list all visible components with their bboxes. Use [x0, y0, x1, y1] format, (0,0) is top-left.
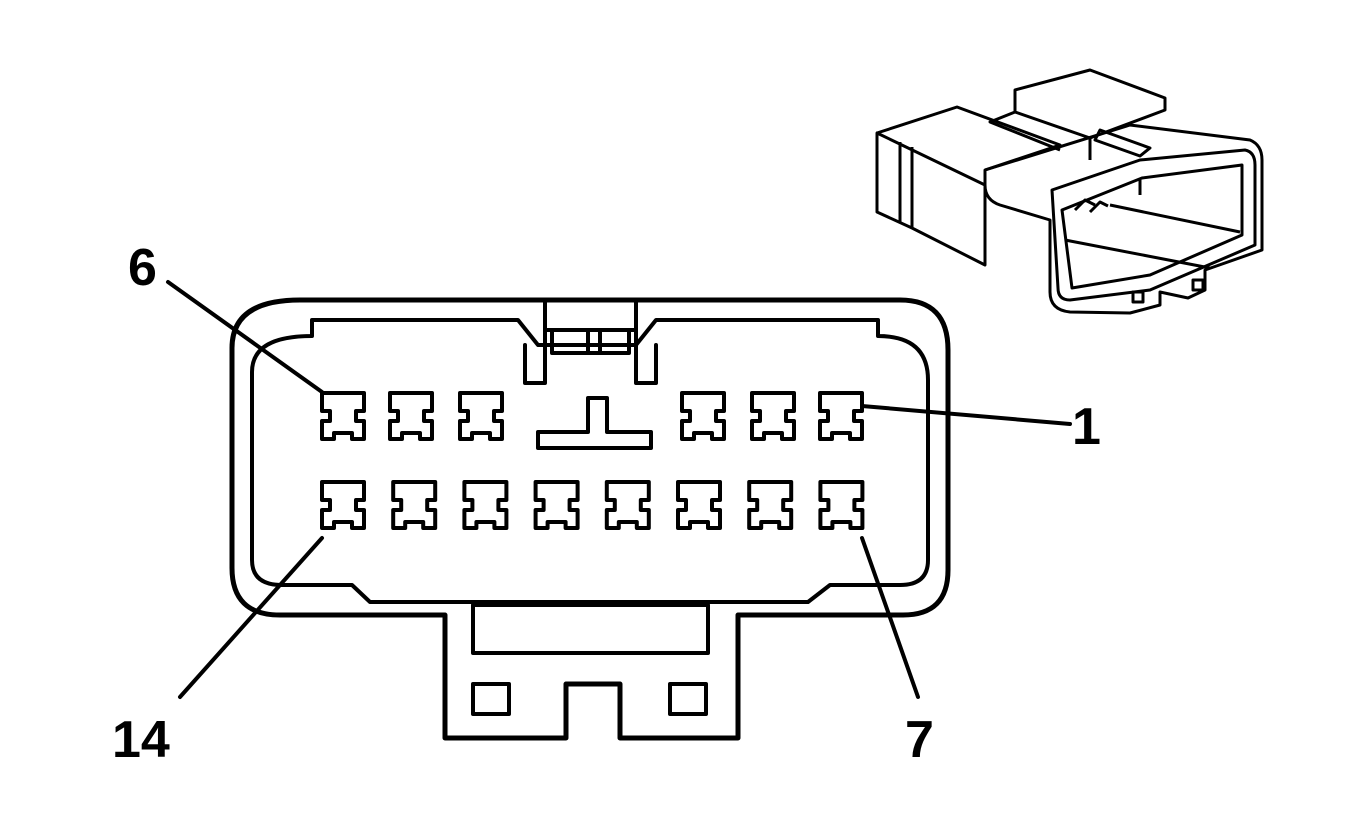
rear-body-front — [875, 131, 987, 267]
iso-pins — [1073, 198, 1109, 214]
iso-tab-hole-2 — [1191, 278, 1205, 292]
cavity-top-2 — [388, 391, 434, 441]
inner-divider — [1064, 238, 1211, 270]
callout-labels: 6 1 14 7 — [112, 239, 1101, 769]
leader-lines — [166, 280, 1072, 699]
callout-6: 6 — [128, 239, 157, 297]
cavity-bottom-5 — [604, 480, 651, 530]
cavity-bottom-6 — [676, 480, 722, 530]
inner-divider-2 — [1109, 203, 1241, 234]
cavity-top-3 — [458, 391, 504, 441]
housing-outer — [229, 297, 951, 741]
tab-hole-right — [668, 682, 708, 716]
callout-7: 7 — [905, 711, 934, 769]
callout-14: 14 — [112, 711, 170, 769]
shroud-face-outer — [1050, 148, 1257, 302]
polarization-key — [536, 396, 653, 450]
cavity-bottom-1 — [320, 480, 366, 530]
cavity-bottom-3 — [462, 480, 509, 530]
cavity-bottom-4 — [533, 480, 580, 530]
top-latch-block — [988, 68, 1167, 160]
cavity-top-5 — [750, 391, 796, 441]
cavity-bottom-8 — [818, 480, 865, 530]
latch — [523, 300, 658, 385]
leader-line-1 — [860, 404, 1072, 426]
tab-window — [471, 603, 710, 655]
housing-inner — [250, 318, 930, 604]
cavity-top-6 — [818, 391, 864, 441]
cavity-bottom-2 — [391, 480, 438, 530]
shroud-face-inner — [1060, 163, 1244, 290]
iso-tab-hole-1 — [1131, 290, 1145, 304]
cavity-bottom-7 — [747, 480, 794, 530]
leader-line-14 — [178, 536, 324, 699]
connector-isometric-view — [875, 68, 1264, 315]
callout-1: 1 — [1072, 398, 1101, 456]
terminal-cavities — [320, 391, 865, 530]
leader-line-7 — [860, 536, 920, 699]
cavity-top-1 — [320, 391, 366, 441]
leader-line-6 — [166, 280, 324, 394]
connector-face — [229, 297, 951, 741]
front-shroud — [983, 123, 1264, 315]
cavity-top-4 — [680, 391, 726, 441]
tab-hole-left — [471, 682, 511, 716]
